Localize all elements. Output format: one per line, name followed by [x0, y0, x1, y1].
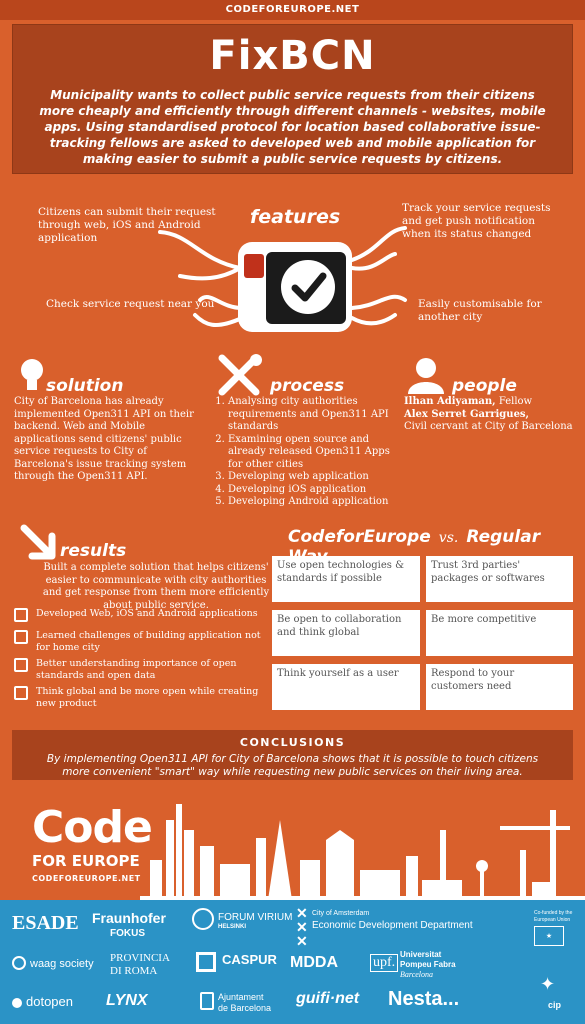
feature-tracking: Track your service requests and get push… — [402, 202, 551, 240]
upf-line2: Pompeu Fabra — [400, 960, 456, 969]
amsterdam-line1: City of Amsterdam — [312, 910, 370, 917]
waag-society-logo[interactable]: waag society — [30, 958, 94, 970]
ajuntament-icon — [200, 992, 214, 1010]
feature-customisable: Easily customisable for another city — [418, 298, 542, 323]
eu-line2: European Union — [534, 917, 571, 923]
process-section: process Analysing city authorities requi… — [214, 354, 394, 509]
feature-nearby: Check service request near you — [46, 298, 215, 310]
branch-decoration — [158, 226, 407, 327]
forum-virium-logo[interactable]: FORUM VIRIUM — [218, 912, 293, 923]
features-title: features — [250, 206, 341, 228]
caspur-icon — [196, 952, 216, 972]
lightbulb-icon — [21, 359, 43, 390]
codeforeurope-heading: CodeforEurope — [288, 527, 431, 547]
barcelona-logo-icon — [244, 254, 264, 278]
solution-title: solution — [46, 376, 124, 396]
feature-multichannel: Citizens can submit their request throug… — [38, 206, 216, 244]
checkbox-icon — [14, 608, 28, 622]
comparison-card-left: Think yourself as a user — [272, 664, 420, 710]
site-url-bar[interactable]: CODEFOREUROPE.NET — [0, 0, 585, 20]
process-step: Examining open source and already releas… — [228, 434, 394, 472]
eu-line1: Co-funded by the — [534, 910, 573, 916]
comparison-card-left: Be open to collaboration and think globa… — [272, 610, 420, 656]
results-item: Learned challenges of building applicati… — [14, 630, 274, 654]
conclusions-panel: CONCLUSIONS By implementing Open311 API … — [12, 730, 573, 780]
process-step: Developing web application — [228, 471, 394, 484]
arrow-icon — [20, 524, 56, 560]
esade-logo[interactable]: ESADE — [12, 912, 79, 934]
results-title: results — [60, 541, 127, 561]
upf-logo[interactable]: upf. — [370, 954, 399, 972]
waag-icon — [12, 956, 26, 970]
amsterdam-logo[interactable]: Economic Development Department — [312, 920, 473, 931]
guifi-net-logo[interactable]: guifi·net — [296, 990, 360, 1007]
people-section: people Ilhan Adiyaman, Fellow Alex Serre… — [404, 358, 574, 434]
results-item: Think global and be more open while crea… — [14, 686, 274, 710]
provincia-di-roma-line2: DI ROMA — [110, 965, 158, 977]
solution-section: solution City of Barcelona has already i… — [14, 358, 199, 484]
features-section: features Citizens can submit their reque… — [0, 190, 585, 340]
solution-text: City of Barcelona has already implemente… — [14, 396, 194, 482]
process-step: Analysing city authorities requirements … — [228, 396, 394, 434]
amsterdam-xxx-icon: ✕✕✕ — [296, 905, 308, 949]
results-item: Developed Web, iOS and Android applicati… — [14, 608, 274, 622]
ajuntament-logo[interactable]: Ajuntament — [218, 992, 264, 1002]
fellow-name: Ilhan Adiyaman, — [404, 396, 496, 407]
dotopen-icon — [12, 998, 22, 1008]
tools-icon — [218, 354, 262, 396]
codeforeurope-logo[interactable]: Code FOR EUROPE CODEFOREUROPE.NET — [32, 802, 153, 884]
checkmark-icon — [281, 260, 335, 314]
mdda-logo[interactable]: MDDA — [290, 954, 338, 971]
upf-line1: Universitat — [400, 950, 442, 959]
page-title: FixBCN — [209, 33, 376, 79]
checkbox-icon — [14, 658, 28, 672]
civil-servant-name: Alex Serret Garrigues, — [404, 408, 530, 420]
lynx-logo[interactable]: LYNX — [106, 992, 148, 1009]
civil-servant-role: Civil cervant at City of Barcelona — [404, 421, 573, 432]
comparison-card-left: Use open technologies & standards if pos… — [272, 556, 420, 602]
fellow-role: Fellow — [495, 396, 533, 407]
fokus-logo[interactable]: FOKUS — [110, 928, 145, 939]
vs-label: vs. — [438, 530, 459, 546]
city-skyline-illustration — [140, 804, 585, 900]
eu-flag-icon: ★ — [534, 926, 564, 946]
dotopen-logo[interactable]: dotopen — [26, 994, 73, 1009]
conclusions-title: CONCLUSIONS — [239, 736, 346, 749]
results-item: Better understanding importance of open … — [14, 658, 274, 682]
checkbox-icon — [14, 630, 28, 644]
process-title: process — [270, 376, 345, 396]
process-step: Developing Android application — [228, 496, 394, 509]
process-step: Developing iOS application — [228, 484, 394, 497]
people-title: people — [452, 376, 517, 396]
upf-line3: Barcelona — [400, 970, 434, 979]
provincia-di-roma-logo[interactable]: PROVINCIA — [110, 952, 170, 964]
fixbcn-app-icon — [238, 242, 352, 332]
results-intro: Built a complete solution that helps cit… — [42, 562, 270, 611]
person-icon — [408, 358, 444, 394]
comparison-card-right: Respond to your customers need — [426, 664, 573, 710]
conclusions-text: By implementing Open311 API for City of … — [46, 753, 539, 778]
cip-swoosh-icon: ✦ — [540, 974, 556, 995]
cip-logo[interactable]: cip — [548, 1000, 562, 1010]
comparison-card-right: Be more competitive — [426, 610, 573, 656]
comparison-card-right: Trust 3rd parties' packages or softwares — [426, 556, 573, 602]
caspur-logo[interactable]: CASPUR — [222, 952, 277, 967]
partners-logo-bar: ESADE Fraunhofer FOKUS FORUM VIRIUM HELS… — [0, 900, 585, 1024]
fraunhofer-logo[interactable]: Fraunhofer — [92, 910, 166, 926]
checkbox-icon — [14, 686, 28, 700]
forum-virium-sub: HELSINKI — [218, 924, 247, 930]
project-description: Municipality wants to collect public ser… — [39, 88, 546, 166]
nesta-logo[interactable]: Nesta... — [388, 988, 460, 1010]
hero-panel: FixBCN Municipality wants to collect pub… — [12, 24, 573, 174]
ajuntament-line2: de Barcelona — [218, 1003, 272, 1013]
globe-icon — [192, 908, 214, 930]
